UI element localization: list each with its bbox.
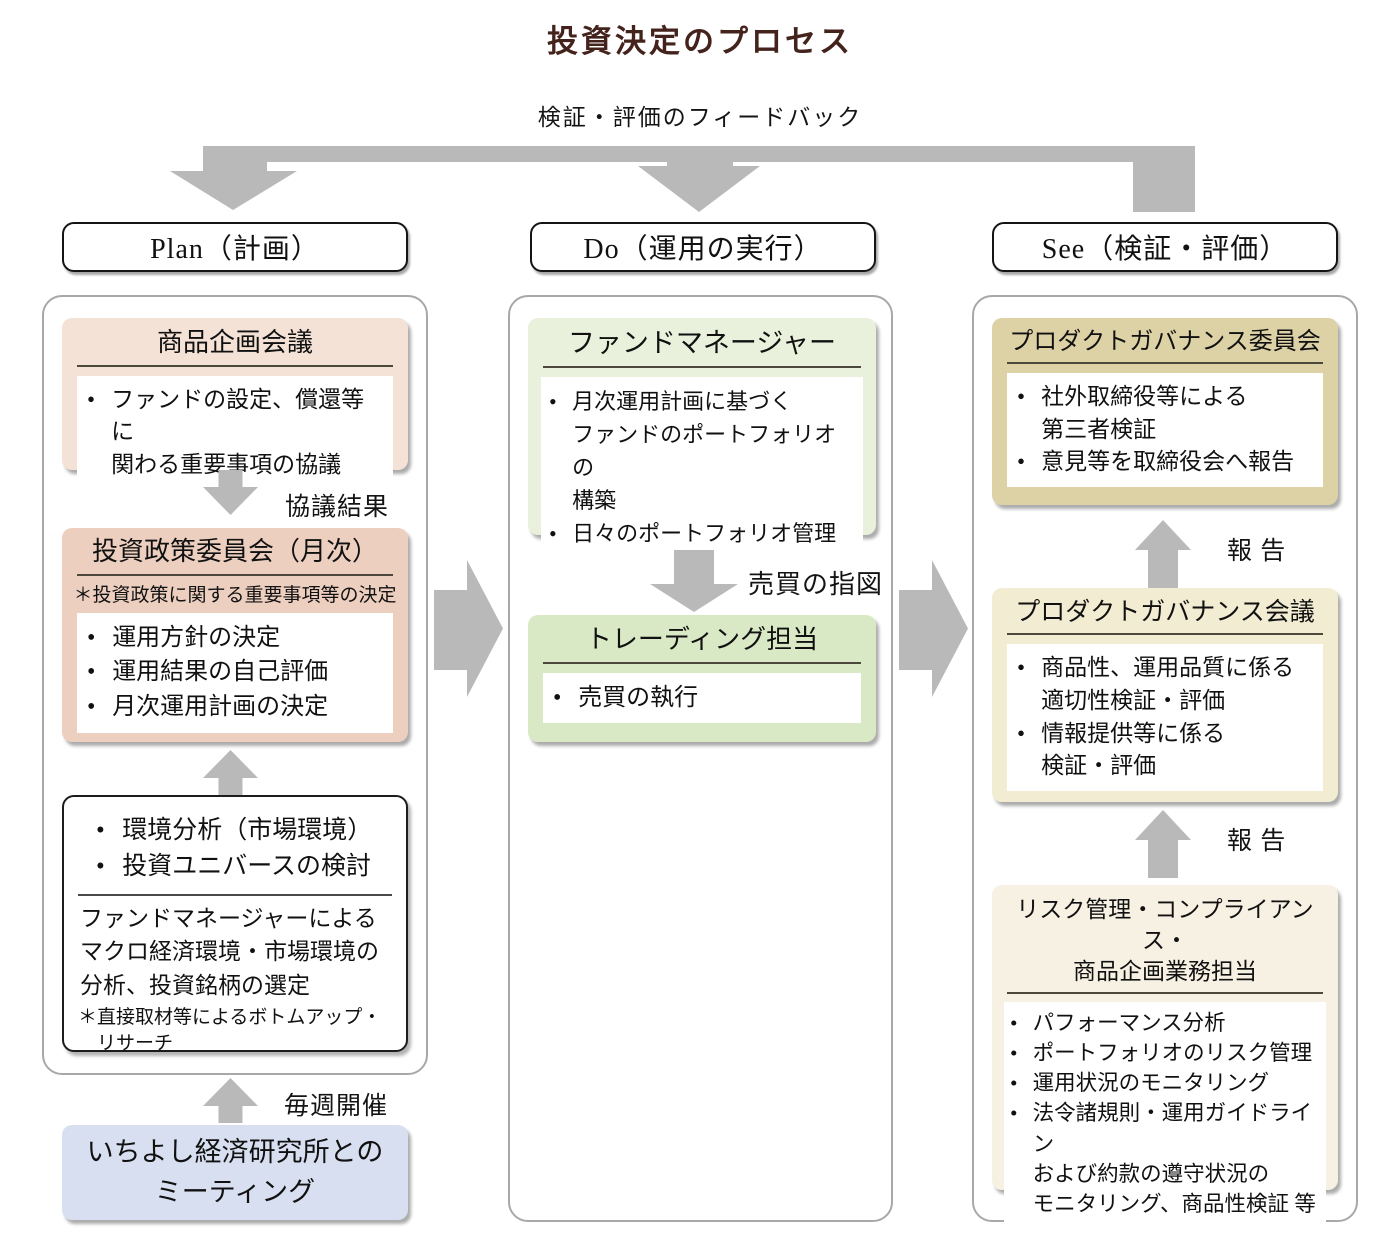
bullet-item: 環境分析（市場環境） <box>96 813 406 849</box>
bullet-item: 情報提供等に係る 検証・評価 <box>1017 718 1317 783</box>
phase-header-plan: Plan（計画） <box>62 222 408 272</box>
product-governance-meeting-box: プロダクトガバナンス会議 商品性、運用品質に係る 適切性検証・評価 情報提供等に… <box>992 588 1338 802</box>
box-content: 環境分析（市場環境） 投資ユニバースの検討 <box>64 797 406 884</box>
product-planning-meeting-box: 商品企画会議 ファンドの設定、償還等に 関わる重要事項の協議 <box>62 318 408 490</box>
box-content: パフォーマンス分析 ポートフォリオのリスク管理 運用状況のモニタリング 法令諸規… <box>1004 1002 1326 1227</box>
box-content: 商品性、運用品質に係る 適切性検証・評価 情報提供等に係る 検証・評価 <box>1007 644 1323 791</box>
arrow-right-do-to-see-icon <box>899 560 968 697</box>
box-title: ファンドマネージャー <box>543 318 861 368</box>
bullet-item: 社外取締役等による 第三者検証 <box>1017 381 1317 446</box>
page-title: 投資決定のプロセス <box>547 24 853 59</box>
arrow-label-consultation-result: 協議結果 <box>285 494 390 521</box>
risk-management-compliance-box: リスク管理・コンプライアンス・ 商品企画業務担当 パフォーマンス分析 ポートフォ… <box>992 885 1338 1227</box>
arrow-up-icon <box>203 1078 258 1123</box>
bullet-item: 運用方針の決定 <box>87 621 387 656</box>
bullet-item: 月次運用計画に基づく ファンドのポートフォリオの 構築 <box>549 385 857 517</box>
box-content: 運用方針の決定 運用結果の自己評価 月次運用計画の決定 <box>77 612 393 733</box>
bullet-item: 運用結果の自己評価 <box>87 655 387 690</box>
box-title: プロダクトガバナンス委員会 <box>1007 318 1323 364</box>
bullet-item: 法令諸規則・運用ガイドライン および約款の遵守状況の モニタリング、商品性検証 … <box>1010 1098 1322 1218</box>
bullet-item: 意見等を取締役会へ報告 <box>1017 446 1317 479</box>
bullet-item: 投資ユニバースの検討 <box>96 849 406 885</box>
bullet-item: パフォーマンス分析 <box>1010 1008 1322 1038</box>
box-title: リスク管理・コンプライアンス・ 商品企画業務担当 <box>1007 885 1323 995</box>
box-note: ＊直接取材等によるボトムアップ・ リサーチ <box>78 1007 382 1054</box>
arrow-up-icon <box>1135 810 1191 878</box>
product-governance-committee-box: プロダクトガバナンス委員会 社外取締役等による 第三者検証 意見等を取締役会へ報… <box>992 318 1338 505</box>
ichiyoshi-research-meeting-box: いちよし経済研究所との ミーティング <box>62 1125 408 1220</box>
arrow-right-plan-to-do-icon <box>434 560 503 697</box>
fund-manager-box: ファンドマネージャー 月次運用計画に基づく ファンドのポートフォリオの 構築 日… <box>528 318 876 558</box>
feedback-arrow-label: 検証・評価のフィードバック <box>537 105 863 130</box>
investment-policy-committee-box: 投資政策委員会（月次） ＊投資政策に関する重要事項等の決定 運用方針の決定 運用… <box>62 528 408 742</box>
bullet-item: 日々のポートフォリオ管理 <box>549 517 857 550</box>
environment-analysis-box: 環境分析（市場環境） 投資ユニバースの検討 ファンドマネージャーによる マクロ経… <box>62 795 408 1054</box>
bullet-item: 月次運用計画の決定 <box>87 690 387 725</box>
arrow-up-icon <box>1135 520 1191 588</box>
arrow-label-report: 報 告 <box>1227 538 1287 565</box>
arrow-label-report: 報 告 <box>1227 828 1287 855</box>
feedback-arrow-icon <box>170 146 1195 212</box>
phase-header-do: Do（運用の実行） <box>530 222 876 272</box>
trading-desk-box: トレーディング担当 売買の執行 <box>528 615 876 742</box>
bullet-item: ポートフォリオのリスク管理 <box>1010 1038 1322 1068</box>
box-title: トレーディング担当 <box>543 615 861 664</box>
arrow-down-icon <box>203 470 258 515</box>
divider <box>78 894 392 896</box>
phase-header-see: See（検証・評価） <box>992 222 1338 272</box>
box-title: 投資政策委員会（月次） <box>77 528 393 576</box>
bullet-item: 売買の執行 <box>553 681 855 715</box>
arrow-label-weekly-held: 毎週開催 <box>284 1093 389 1120</box>
bullet-item: 運用状況のモニタリング <box>1010 1068 1322 1098</box>
box-content: 売買の執行 <box>543 672 861 723</box>
box-content: 月次運用計画に基づく ファンドのポートフォリオの 構築 日々のポートフォリオ管理 <box>541 376 863 558</box>
box-note: ＊投資政策に関する重要事項等の決定 <box>73 584 397 606</box>
box-title: プロダクトガバナンス会議 <box>1007 588 1323 636</box>
box-body-text: ファンドマネージャーによる マクロ経済環境・市場環境の 分析、投資銘柄の選定 <box>80 906 379 998</box>
arrow-up-icon <box>203 750 258 795</box>
box-title: 商品企画会議 <box>77 318 393 367</box>
box-content: 社外取締役等による 第三者検証 意見等を取締役会へ報告 <box>1007 373 1323 487</box>
bullet-item: 商品性、運用品質に係る 適切性検証・評価 <box>1017 652 1317 717</box>
arrow-down-icon <box>650 550 738 612</box>
arrow-label-trading-instruction: 売買の指図 <box>748 570 884 599</box>
bullet-item: ファンドの設定、償還等に 関わる重要事項の協議 <box>87 384 387 482</box>
